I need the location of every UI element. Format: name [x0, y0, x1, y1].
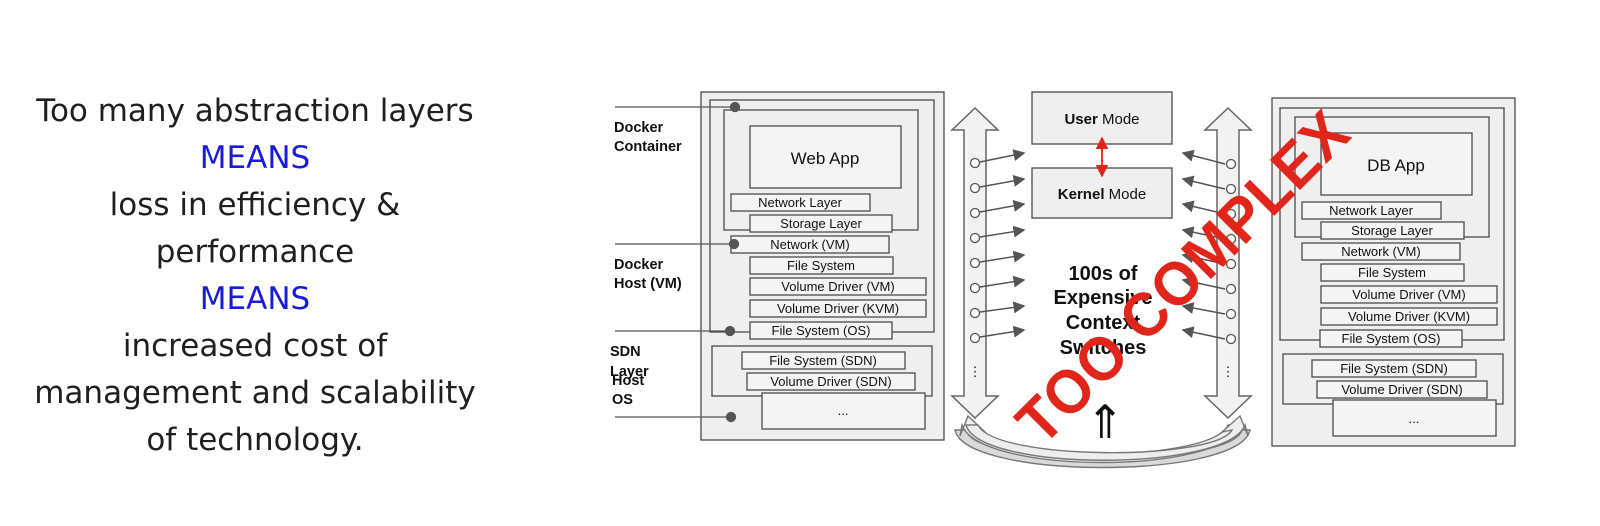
host-os-label-1: Host [612, 373, 644, 389]
web-app-label: Web App [791, 149, 860, 168]
left-layer-box [749, 214, 893, 233]
sdn-label-1: SDN [610, 344, 641, 360]
left-more-layers: ... [838, 403, 849, 418]
right-layer-box [1320, 307, 1498, 326]
right-layer-box [1301, 201, 1442, 220]
right-more-layers: ... [1409, 411, 1420, 426]
right-network-vm: Network (VM) [1341, 244, 1420, 259]
means-keyword-1: MEANS [199, 140, 311, 176]
right-layer-box [1320, 285, 1498, 304]
host-os-label-2: OS [612, 392, 633, 408]
right-layer-box [1301, 242, 1461, 261]
docker-host-label-1: Docker [614, 257, 664, 273]
summary-line-5: management and scalability [34, 375, 476, 411]
right-layer-box [1316, 380, 1488, 399]
context-line-3: Context [1066, 312, 1141, 334]
right-double-arrow: ⋮ [1203, 106, 1253, 420]
left-layer-box [741, 351, 906, 370]
context-switch-text: 100s of Expensive Context Switches [1054, 263, 1153, 359]
left-file-system-os: File System (OS) [772, 323, 871, 338]
left-storage-layer: Storage Layer [780, 216, 862, 231]
left-layer-box [749, 321, 893, 340]
abstraction-layers-diagram: Web App Network Layer Storage Layer Netw… [610, 91, 1516, 469]
user-mode-label: User Mode [1064, 111, 1139, 128]
left-volume-driver-kvm: Volume Driver (KVM) [777, 301, 899, 316]
right-file-system-os: File System (OS) [1342, 331, 1441, 346]
right-network-layer: Network Layer [1329, 203, 1413, 218]
context-line-2: Expensive [1054, 287, 1153, 309]
context-line-4: Switches [1060, 337, 1147, 359]
summary-text: Too many abstraction layers MEANS loss i… [20, 88, 490, 464]
left-call-arrows [979, 149, 1026, 338]
left-volume-driver-vm: Volume Driver (VM) [781, 279, 894, 294]
right-volume-driver-vm: Volume Driver (VM) [1352, 287, 1465, 302]
left-network-vm: Network (VM) [770, 237, 849, 252]
docker-container-label-2: Container [614, 139, 682, 155]
kernel-mode-label: Kernel Mode [1058, 186, 1146, 203]
right-volume-driver-kvm: Volume Driver (KVM) [1348, 309, 1470, 324]
left-layer-box [749, 256, 894, 275]
left-connectors [615, 101, 741, 423]
left-volume-driver-sdn: Volume Driver (SDN) [770, 374, 891, 389]
left-file-system-sdn: File System (SDN) [769, 353, 877, 368]
means-keyword-2: MEANS [199, 281, 311, 317]
left-layer-box [749, 277, 927, 296]
right-file-system-sdn: File System (SDN) [1340, 361, 1448, 376]
context-line-1: 100s of [1069, 263, 1138, 285]
left-vertical-ellipsis: ⋮ [969, 364, 982, 379]
right-layer-box [1320, 221, 1465, 240]
summary-line-3: performance [155, 234, 355, 270]
right-storage-layer: Storage Layer [1351, 223, 1433, 238]
right-layer-box [1332, 399, 1497, 437]
left-double-arrow: ⋮ [950, 106, 1000, 420]
summary-line-6: of technology. [146, 422, 364, 458]
db-app-label: DB App [1367, 156, 1425, 175]
left-layer-box [749, 299, 927, 318]
summary-line-2: loss in efficiency & [109, 187, 401, 223]
web-app-box [749, 125, 902, 189]
left-layer-box [730, 193, 871, 212]
right-layer-box [1319, 329, 1463, 348]
db-app-box [1320, 132, 1473, 196]
summary-line-1: Too many abstraction layers [36, 93, 474, 129]
up-double-arrow: ⇑ [1086, 395, 1125, 449]
left-layer-box [761, 392, 926, 430]
right-file-system: File System [1358, 265, 1426, 280]
right-volume-driver-sdn: Volume Driver (SDN) [1341, 382, 1462, 397]
sdn-label-2: Layer [610, 364, 649, 380]
summary-line-4: increased cost of [122, 328, 388, 364]
left-layer-box [746, 372, 916, 391]
right-layer-stack: DB App Network Layer Storage Layer Netwo… [1271, 97, 1516, 447]
user-kernel-modes: User Mode Kernel Mode [1031, 91, 1173, 219]
user-mode-box [1031, 91, 1173, 145]
bottom-curved-arrows [954, 414, 1251, 469]
side-labels: Docker Container Docker Host (VM) SDN La… [610, 120, 682, 408]
docker-container-label-1: Docker [614, 120, 664, 136]
docker-host-label-2: Host (VM) [614, 276, 682, 292]
right-layer-box [1320, 263, 1465, 282]
right-vertical-ellipsis: ⋮ [1222, 364, 1235, 379]
left-layer-stack: Web App Network Layer Storage Layer Netw… [700, 91, 945, 441]
right-layer-box [1311, 359, 1477, 378]
left-network-layer: Network Layer [758, 195, 842, 210]
left-file-system: File System [787, 258, 855, 273]
right-call-arrows [1181, 149, 1226, 340]
